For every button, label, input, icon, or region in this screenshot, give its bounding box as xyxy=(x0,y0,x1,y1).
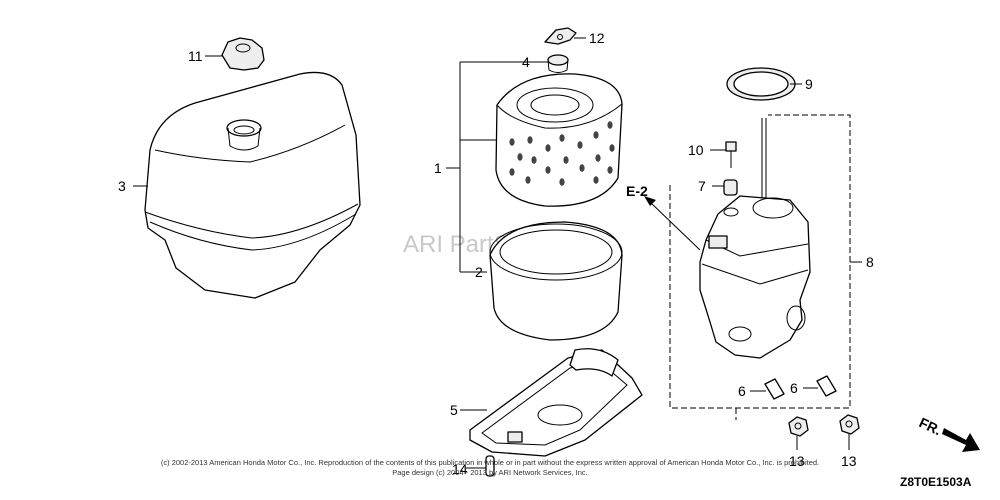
callout-4: 4 xyxy=(522,54,530,70)
part-nut-left[interactable] xyxy=(788,416,809,437)
direction-label: FR. xyxy=(917,414,944,438)
part-gasket[interactable] xyxy=(726,67,796,101)
part-bolt[interactable] xyxy=(725,141,737,168)
copyright-line-2: Page design (c) 2004 - 2013 by ARI Netwo… xyxy=(392,468,588,477)
part-oil-cap[interactable] xyxy=(221,37,265,71)
callout-10: 10 xyxy=(688,142,704,158)
callout-5: 5 xyxy=(450,402,458,418)
copyright-line-1: (c) 2002-2013 American Honda Motor Co., … xyxy=(161,458,819,467)
reference-label: E-2 xyxy=(626,183,648,199)
part-case-base[interactable] xyxy=(469,348,643,457)
callout-14: 14 xyxy=(452,461,468,477)
part-nut-right[interactable] xyxy=(839,414,860,435)
callout-7: 7 xyxy=(698,178,706,194)
part-elbow-case[interactable] xyxy=(699,118,811,359)
callout-13-left: 13 xyxy=(789,453,805,469)
diagram-code: Z8T0E1503A xyxy=(900,475,972,489)
callout-12: 12 xyxy=(589,30,605,46)
part-pin-right[interactable] xyxy=(816,375,837,397)
callout-1: 1 xyxy=(434,160,442,176)
part-collar[interactable] xyxy=(723,179,738,196)
part-grommet[interactable] xyxy=(547,54,569,73)
part-tube[interactable] xyxy=(485,455,495,477)
callouts: 11 3 12 4 1 2 5 14 9 10 7 8 6 6 13 13 E-… xyxy=(118,30,874,477)
callout-8: 8 xyxy=(866,254,874,270)
callout-6-left: 6 xyxy=(738,383,746,399)
assembly-outline xyxy=(669,114,851,409)
part-foam-filter[interactable] xyxy=(489,221,623,341)
callout-11: 11 xyxy=(188,48,203,64)
leader-lines xyxy=(133,37,862,469)
callout-2: 2 xyxy=(475,264,483,280)
part-tank-cover[interactable] xyxy=(144,71,361,299)
filter-perforations xyxy=(509,121,615,186)
callout-13-right: 13 xyxy=(841,453,857,469)
part-filter-element[interactable] xyxy=(495,73,623,207)
copyright: (c) 2002-2013 American Honda Motor Co., … xyxy=(161,458,819,477)
part-pin-left[interactable] xyxy=(764,378,785,400)
front-direction-indicator: FR. xyxy=(917,414,980,452)
front-arrow-icon xyxy=(942,428,980,452)
part-clip[interactable] xyxy=(544,27,577,45)
callout-3: 3 xyxy=(118,178,126,194)
callout-9: 9 xyxy=(805,76,813,92)
callout-6-right: 6 xyxy=(790,380,798,396)
